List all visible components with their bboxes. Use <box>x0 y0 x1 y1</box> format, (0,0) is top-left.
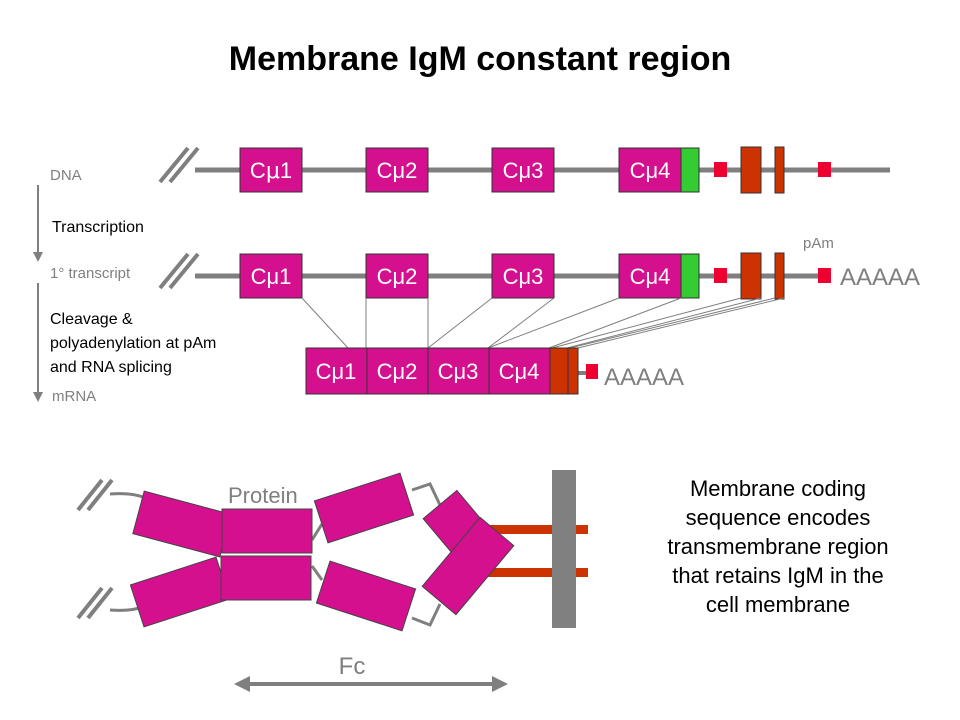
fc-arrow-head-right <box>492 676 508 692</box>
transcript-exon-4: Cμ4 <box>618 253 682 299</box>
svg-text:Cμ2: Cμ2 <box>377 359 418 384</box>
side-labels: DNA Transcription 1° transcript Cleavage… <box>33 167 216 405</box>
domain-top-1 <box>132 490 232 558</box>
mrna-exon-4: Cμ4 <box>488 347 551 395</box>
domain-bottom-3 <box>315 560 417 632</box>
description-line-1: Membrane coding <box>689 476 867 501</box>
svg-text:Cμ3: Cμ3 <box>438 359 479 384</box>
protein-illustration: Protein Fc <box>76 470 588 692</box>
svg-text:Cμ1: Cμ1 <box>316 359 357 384</box>
cleavage-label-line-3: and RNA splicing <box>50 359 172 376</box>
svg-text:Cμ3: Cμ3 <box>503 158 544 183</box>
transcript-membrane-exon <box>680 253 700 299</box>
processing-arrow-head <box>33 392 43 402</box>
chain-link-top <box>411 482 442 506</box>
domain-top-2 <box>221 508 313 554</box>
dna-break-mark-2 <box>168 146 200 184</box>
mrna-signal <box>586 364 598 379</box>
description-line-4: that retains IgM in the <box>672 563 884 588</box>
svg-text:Cμ1: Cμ1 <box>250 158 292 184</box>
mrna-tm-exon-2 <box>567 347 579 395</box>
description-line-3: transmembrane region <box>667 534 889 559</box>
description-text: Membrane coding sequence encodes transme… <box>628 474 928 619</box>
protein-label: Protein <box>228 483 298 508</box>
cell-membrane <box>552 470 576 628</box>
transcription-arrow-head <box>33 252 43 262</box>
dna-break-mark-1 <box>158 146 190 184</box>
protein-break-mark-4 <box>86 586 114 620</box>
mrna-polya-tail: AAAAA <box>604 364 684 391</box>
mrna-tm-exon-1 <box>549 347 569 395</box>
transcription-label: Transcription <box>52 219 144 236</box>
svg-text:Cμ3: Cμ3 <box>503 264 544 289</box>
transcript-tm-exon-1 <box>740 252 762 300</box>
primary-transcript-label: 1° transcript <box>50 265 131 282</box>
transcript-exon-2: Cμ2 <box>365 253 429 299</box>
transcript-row: Cμ1 Cμ2 Cμ3 Cμ4 pAm AAAAA <box>158 235 920 300</box>
tm-anchor-top <box>482 525 588 534</box>
transcript-signal-1 <box>714 268 727 283</box>
chain-hinge-bottom <box>310 565 324 581</box>
svg-text:Cμ2: Cμ2 <box>377 264 418 289</box>
protein-break-mark-1 <box>76 478 104 512</box>
tm-anchor-bottom <box>482 568 588 577</box>
dna-membrane-exon <box>680 147 700 193</box>
domain-bottom-1 <box>129 556 231 628</box>
dna-exon-1: Cμ1 <box>239 147 303 193</box>
chain-hinge-top <box>310 523 324 541</box>
transcript-exon-1: Cμ1 <box>239 253 303 299</box>
page-title: Membrane IgM constant region <box>228 40 732 78</box>
domain-bottom-4 <box>421 516 515 616</box>
transcript-polya-tail: AAAAA <box>840 264 920 291</box>
svg-text:Cμ2: Cμ2 <box>377 158 418 183</box>
transcript-tm-exon-2 <box>774 252 785 300</box>
transcript-pam-signal <box>818 268 831 283</box>
dna-exon-2: Cμ2 <box>365 147 429 193</box>
transcript-break-mark-1 <box>158 252 190 290</box>
fc-label: Fc <box>339 653 366 680</box>
mrna-label: mRNA <box>52 388 96 405</box>
dna-exon-3: Cμ3 <box>491 147 555 193</box>
splice-lines <box>301 297 785 349</box>
svg-text:Cμ4: Cμ4 <box>499 359 540 384</box>
svg-text:Cμ1: Cμ1 <box>251 264 292 289</box>
description-line-2: sequence encodes <box>685 505 871 530</box>
transcript-break-mark-2 <box>168 252 200 290</box>
dna-signal-1 <box>714 162 727 177</box>
mrna-exon-2: Cμ2 <box>366 347 429 395</box>
cleavage-label-line-1: Cleavage & <box>50 311 133 328</box>
dna-tm-exon-2 <box>774 146 785 194</box>
domain-top-3 <box>313 472 415 544</box>
mrna-exon-3: Cμ3 <box>427 347 490 395</box>
pam-label: pAm <box>803 235 834 252</box>
svg-text:Cμ4: Cμ4 <box>630 264 671 289</box>
dna-exon-4: Cμ4 <box>618 147 682 193</box>
dna-label: DNA <box>50 167 82 184</box>
svg-text:Cμ4: Cμ4 <box>630 158 671 183</box>
chain-link-bottom <box>411 603 442 627</box>
protein-break-mark-2 <box>86 478 114 512</box>
mrna-exon-1: Cμ1 <box>305 347 368 395</box>
cleavage-label-line-2: polyadenylation at pAm <box>50 335 216 352</box>
dna-signal-2 <box>818 162 831 177</box>
domain-bottom-2 <box>220 555 312 601</box>
mrna-row: Cμ1 Cμ2 Cμ3 Cμ4 AAAAA <box>305 347 684 395</box>
fc-arrow-head-left <box>234 676 250 692</box>
dna-tm-exon-1 <box>740 146 762 194</box>
transcript-exon-3: Cμ3 <box>491 253 555 299</box>
protein-break-mark-3 <box>76 586 104 620</box>
description-line-5: cell membrane <box>705 592 851 617</box>
dna-row: Cμ1 Cμ2 Cμ3 Cμ4 <box>158 146 890 194</box>
